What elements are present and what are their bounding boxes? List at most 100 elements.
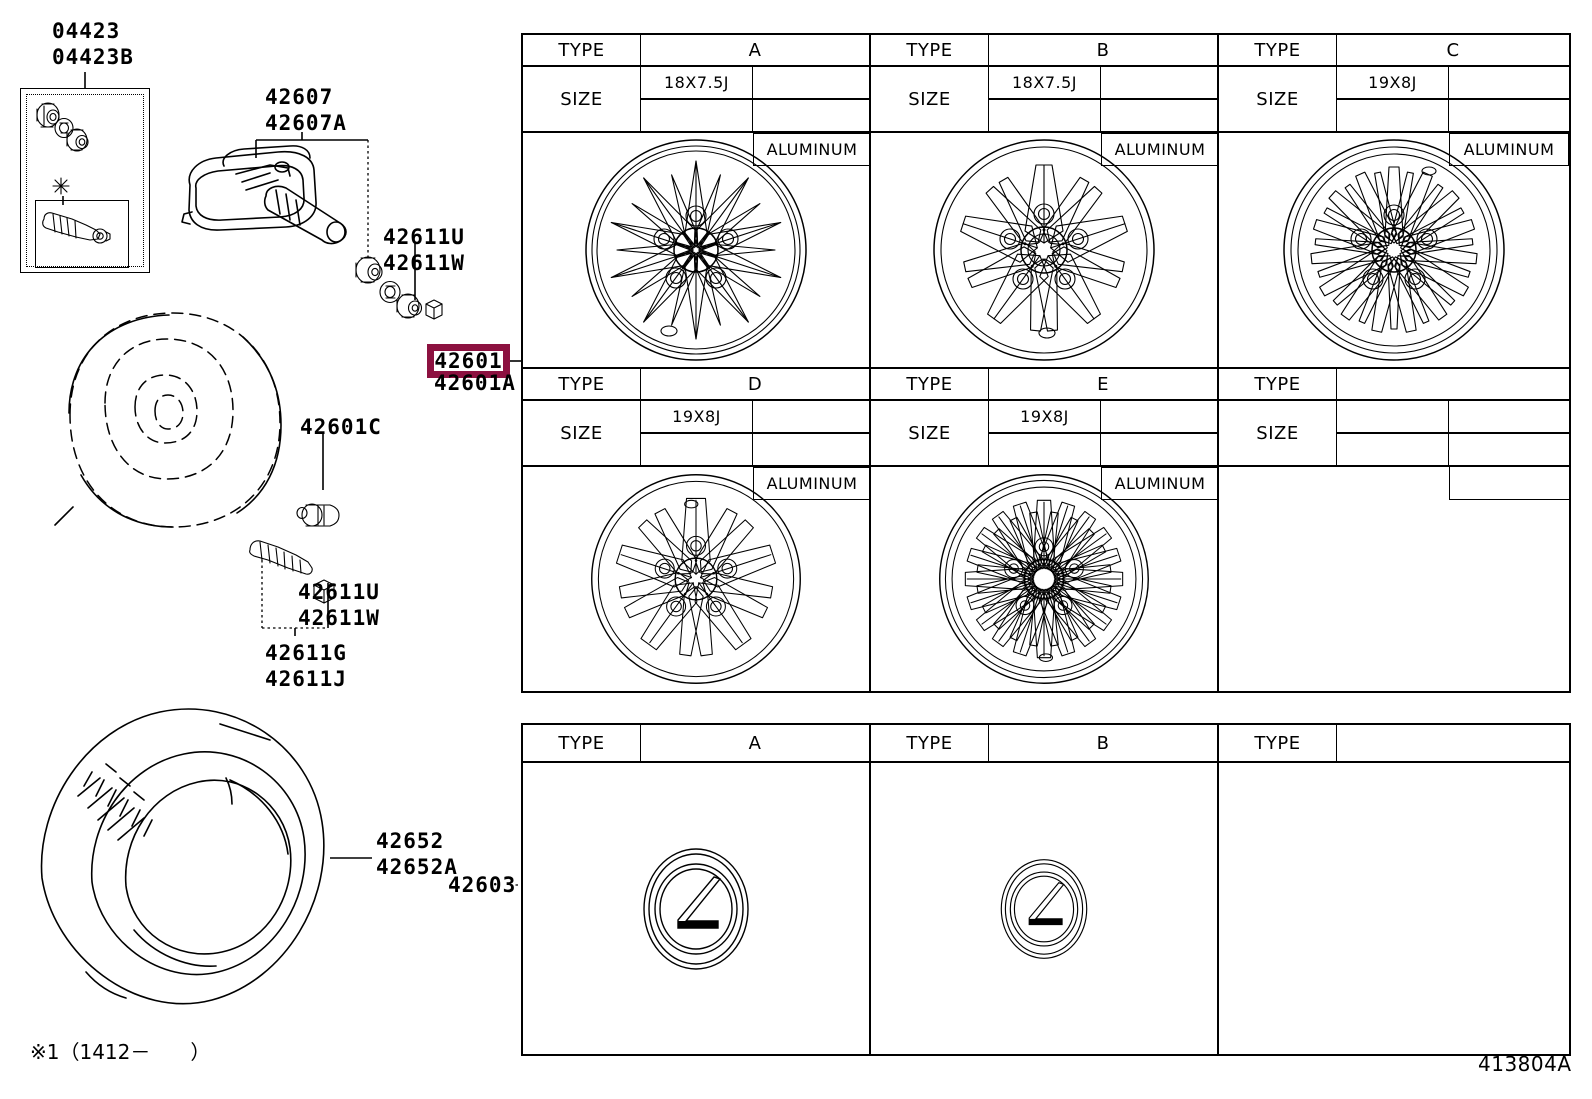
wheel-B-size-value: 18X7.5J [989, 67, 1101, 100]
wheel-D-size-blank-br [753, 434, 871, 467]
wheel-A-type-label: TYPE [523, 35, 641, 67]
wheel-C-size-value: 19X8J [1337, 67, 1449, 100]
wheel-C-size-label: SIZE [1219, 67, 1337, 133]
wheel-empty-type-value [1337, 369, 1569, 401]
cap-B-type-label: TYPE [871, 725, 989, 763]
footnote: ※1（1412－ ） [30, 1036, 210, 1065]
wheel-empty-size-label: SIZE [1219, 401, 1337, 467]
label-42607-line2: 42607A [265, 111, 347, 135]
wheel-C-size-blank-tr [1449, 67, 1569, 100]
wheel-A-size-blank-br [753, 100, 871, 133]
cap-A-image-cell [523, 763, 871, 1054]
label-04423-line1: 04423 [52, 19, 121, 43]
label-42611G-line2: 42611J [265, 667, 347, 691]
cap-B-image-cell [871, 763, 1219, 1054]
cap-empty-type-value [1337, 725, 1569, 763]
label-04423-line2: 04423B [52, 45, 134, 69]
wheel-C-type-label: TYPE [1219, 35, 1337, 67]
kit-box-inner-dotted [26, 94, 144, 267]
cap-empty-type-label: TYPE [1219, 725, 1337, 763]
label-42603: 42603 [448, 872, 516, 898]
cap-A-type-label: TYPE [523, 725, 641, 763]
wheel-D-image-cell [523, 467, 871, 691]
wheel-C-drawing [1283, 139, 1505, 361]
wheel-E-size-value: 19X8J [989, 401, 1101, 434]
lexus-logo-cap-A-icon [643, 847, 749, 970]
diagram-code-text: 413804A [1478, 1052, 1572, 1076]
wheel-B-type-label: TYPE [871, 35, 989, 67]
wheel-D-type-value: D [641, 369, 871, 401]
tire-illustration [40, 708, 325, 1005]
wheel-A-size-blank-tr [753, 67, 871, 100]
wheel-C-image-cell [1219, 133, 1569, 369]
wheel-A-image-cell [523, 133, 871, 369]
valve-parts-illustration [249, 432, 340, 636]
wheel-D-size-blank-tr [753, 401, 871, 434]
label-42611G: 42611G 42611J [265, 640, 347, 692]
wheel-empty-size-value [1337, 401, 1449, 434]
wheel-B-size-label: SIZE [871, 67, 989, 133]
label-42601C-text: 42601C [300, 415, 382, 439]
label-42607-line1: 42607 [265, 85, 334, 109]
wheel-D-size-blank-bl [641, 434, 753, 467]
wheel-B-image-cell [871, 133, 1219, 369]
label-42611U-lower-line1: 42611U [298, 580, 380, 604]
highlight-42601[interactable]: 42601 [427, 344, 510, 378]
wheel-empty-size-blank-br [1449, 434, 1569, 467]
wheel-E-size-label: SIZE [871, 401, 989, 467]
label-42601A-text: 42601A [434, 371, 516, 395]
tpms-sensor-illustration [181, 132, 443, 320]
wheel-C-material: ALUMINUM [1449, 133, 1569, 166]
wheel-empty-size-blank-bl [1337, 434, 1449, 467]
label-42603-text: 42603 [448, 873, 517, 897]
footnote-text: ※1（1412－ ） [30, 1040, 211, 1064]
wheel-D-size-value: 19X8J [641, 401, 753, 434]
wheel-A-type-value: A [641, 35, 871, 67]
wheel-table: TYPE A SIZE 18X7.5J [521, 33, 1571, 693]
wheel-C-size-blank-br [1449, 100, 1569, 133]
wheel-B-size-blank-br [1101, 100, 1219, 133]
wheel-A-size-blank-bl [641, 100, 753, 133]
label-42611U-lower-line2: 42611W [298, 606, 380, 630]
label-42652-line1: 42652 [376, 829, 445, 853]
kit-box-04423 [20, 88, 150, 273]
diagram-code: 413804A [1478, 1052, 1572, 1076]
wheel-B-type-value: B [989, 35, 1219, 67]
wheel-E-image-cell [871, 467, 1219, 691]
note-subbox [35, 200, 129, 268]
wheel-A-material: ALUMINUM [753, 133, 871, 166]
wheel-A-drawing [585, 139, 807, 361]
wheel-E-type-value: E [989, 369, 1219, 401]
label-42611U-upper: 42611U 42611W [383, 224, 465, 276]
wheel-empty-type-label: TYPE [1219, 369, 1337, 401]
wheel-C-type-value: C [1337, 35, 1569, 67]
wheel-B-drawing [933, 139, 1155, 361]
wheel-E-size-blank-bl [989, 434, 1101, 467]
label-04423: 04423 04423B [52, 18, 134, 70]
wheel-rim-illustration [54, 312, 282, 528]
wheel-E-type-label: TYPE [871, 369, 989, 401]
cap-table: TYPE A TYPE B TYPE [521, 723, 1571, 1056]
label-42652: 42652 42652A [376, 828, 458, 880]
wheel-D-size-label: SIZE [523, 401, 641, 467]
label-42601A: 42601A [434, 370, 516, 396]
label-42607: 42607 42607A [265, 84, 347, 136]
cap-empty-image-cell [1219, 763, 1569, 1054]
wheel-B-size-blank-bl [989, 100, 1101, 133]
label-42611U-lower: 42611U 42611W [298, 579, 380, 631]
wheel-B-material: ALUMINUM [1101, 133, 1219, 166]
wheel-A-size-label: SIZE [523, 67, 641, 133]
wheel-B-size-blank-tr [1101, 67, 1219, 100]
lexus-logo-cap-B-icon [1000, 858, 1088, 959]
label-42611U-upper-line1: 42611U [383, 225, 465, 249]
wheel-E-drawing [939, 474, 1149, 684]
label-42611U-upper-line2: 42611W [383, 251, 465, 275]
kit-parts-icons [36, 102, 111, 244]
wheel-A-size-value: 18X7.5J [641, 67, 753, 100]
wheel-D-type-label: TYPE [523, 369, 641, 401]
wheel-empty-material [1449, 467, 1569, 500]
label-42601-text: 42601 [434, 349, 503, 373]
wheel-C-size-blank-bl [1337, 100, 1449, 133]
wheel-E-size-blank-br [1101, 434, 1219, 467]
cap-B-type-value: B [989, 725, 1219, 763]
